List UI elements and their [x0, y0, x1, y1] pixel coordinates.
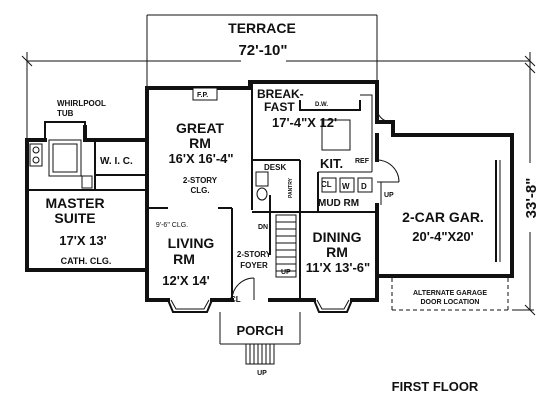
living-room-dimensions: 12'X 14'	[162, 273, 209, 288]
master-suite-label-1: MASTER	[45, 195, 104, 211]
washer-label: W	[342, 182, 350, 191]
walk-in-closet-label: W. I. C.	[100, 156, 133, 167]
foyer-label-1: 2-STORY	[237, 250, 272, 259]
master-ceiling-label: CATH. CLG.	[61, 256, 112, 266]
garage-dimensions: 20'-4"X20'	[412, 229, 474, 244]
desk-label: DESK	[264, 163, 286, 172]
overall-depth-label: 33'-8"	[523, 178, 540, 219]
living-ceiling-label: 9'-6" CLG.	[156, 222, 188, 229]
width-dimension-line	[21, 52, 536, 140]
floor-title: FIRST FLOOR	[392, 379, 479, 394]
kitchen-label: KIT.	[320, 156, 343, 171]
breakfast-label-1: BREAK-	[257, 87, 304, 101]
garage-door-swing	[376, 159, 400, 183]
tub-label: TUB	[57, 109, 74, 118]
master-suite-dimensions: 17'X 13'	[59, 233, 106, 248]
dining-room-dimensions: 11'X 13'-6"	[306, 260, 370, 275]
porch-steps	[245, 343, 275, 365]
fireplace-label: F.P.	[197, 92, 208, 99]
front-door	[231, 277, 255, 301]
terrace-label: TERRACE	[228, 20, 296, 36]
dining-room-label-2: RM	[326, 244, 348, 260]
living-bay-window	[167, 299, 213, 313]
great-room-ceiling-2: CLG.	[190, 186, 209, 195]
overall-width-label: 72'-10"	[238, 42, 287, 59]
dining-room-label-1: DINING	[313, 229, 362, 245]
whirlpool-tub	[48, 139, 82, 177]
alternate-garage-door-label-1: ALTERNATE GARAGE	[413, 290, 487, 297]
dryer-label: D	[361, 182, 367, 191]
pantry-label: PANTRY	[288, 177, 294, 198]
great-room-dimensions: 16'X 16'-4"	[168, 151, 233, 166]
great-room-ceiling-1: 2-STORY	[183, 176, 218, 185]
master-suite-label-2: SUITE	[54, 210, 95, 226]
dining-bay-window	[313, 299, 353, 313]
great-room-label-2: RM	[189, 135, 211, 151]
interior-walls	[27, 82, 377, 300]
master-bath-fixtures	[29, 143, 93, 189]
whirlpool-label: WHIRLPOOL	[57, 99, 106, 108]
kitchen-closet-label: CL	[321, 180, 332, 189]
garage-label: 2-CAR GAR.	[402, 209, 484, 225]
refrigerator-label: REF	[355, 158, 370, 165]
dishwasher-label: D.W.	[315, 102, 328, 108]
porch-label: PORCH	[237, 323, 284, 338]
foyer-closet-label: CL	[230, 295, 241, 304]
staircase	[275, 214, 297, 278]
living-room-label-1: LIVING	[168, 235, 215, 251]
alternate-garage-door	[391, 278, 509, 311]
stair-down-label: DN	[258, 224, 268, 231]
kitchen-island	[321, 119, 351, 151]
fireplace	[192, 87, 218, 101]
terrace-outline	[146, 14, 378, 88]
depth-dimension-line	[512, 62, 536, 316]
living-room-label-2: RM	[173, 251, 195, 267]
laundry-appliances	[321, 177, 373, 193]
half-bath	[255, 171, 269, 201]
great-room-label-1: GREAT	[176, 120, 224, 136]
garage-entry-up-label: UP	[384, 192, 394, 199]
mud-room-label: MUD RM	[318, 198, 359, 209]
breakfast-label-2: FAST	[264, 100, 295, 114]
foyer-label-2: FOYER	[240, 261, 268, 270]
alternate-garage-door-label-2: DOOR LOCATION	[421, 299, 480, 306]
kitchen-door	[376, 107, 392, 123]
porch-up-label: UP	[257, 370, 267, 377]
stair-up-label: UP	[281, 269, 291, 276]
breakfast-dimensions: 17'-4"X 12'	[272, 115, 337, 130]
